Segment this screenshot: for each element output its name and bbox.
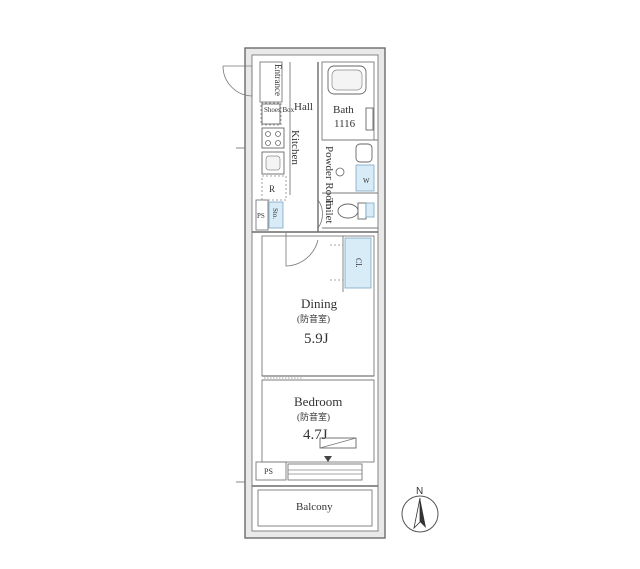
toilet-label: Toilet	[323, 198, 335, 224]
entrance-door	[222, 65, 253, 97]
ps-bottom-label: PS	[264, 467, 273, 476]
washer-label: W	[363, 177, 370, 185]
bedroom-label: Bedroom	[294, 394, 342, 409]
powder-room	[322, 139, 378, 194]
dining-size: 5.9J	[304, 331, 329, 347]
storage-label: Sto.	[271, 208, 279, 219]
bedroom-note: (防音室)	[297, 411, 330, 422]
entrance-area	[259, 61, 283, 126]
ps-storage	[252, 199, 378, 267]
kitchen-area	[261, 127, 287, 201]
dining-label: Dining	[301, 296, 338, 311]
powder-room-label: Powder Room	[323, 146, 335, 210]
bedroom	[261, 379, 375, 463]
aircon-indicator	[324, 456, 332, 462]
hall-label: Hall	[294, 101, 313, 113]
compass	[401, 495, 439, 533]
refrigerator-label: R	[269, 184, 275, 194]
dining-note: (防音室)	[297, 313, 330, 324]
ps-bottom	[255, 461, 363, 481]
toilet-room	[317, 199, 378, 229]
compass-needle-icon	[420, 498, 426, 528]
bath-size-label: 1116	[334, 118, 356, 130]
closet-label: Cl.	[354, 258, 363, 268]
bath-room	[321, 61, 375, 141]
closet	[330, 236, 372, 292]
entrance-label: Entrance	[273, 64, 283, 96]
ps-top-label: PS	[257, 212, 265, 220]
compass-north-label: N	[416, 486, 423, 497]
shoes-box-label: Shoes Box	[264, 106, 295, 114]
kitchen-label: Kitchen	[289, 130, 301, 165]
bedroom-size: 4.7J	[303, 427, 328, 443]
balcony-label: Balcony	[296, 501, 333, 513]
bath-label: Bath	[333, 104, 354, 116]
balcony	[252, 485, 378, 527]
